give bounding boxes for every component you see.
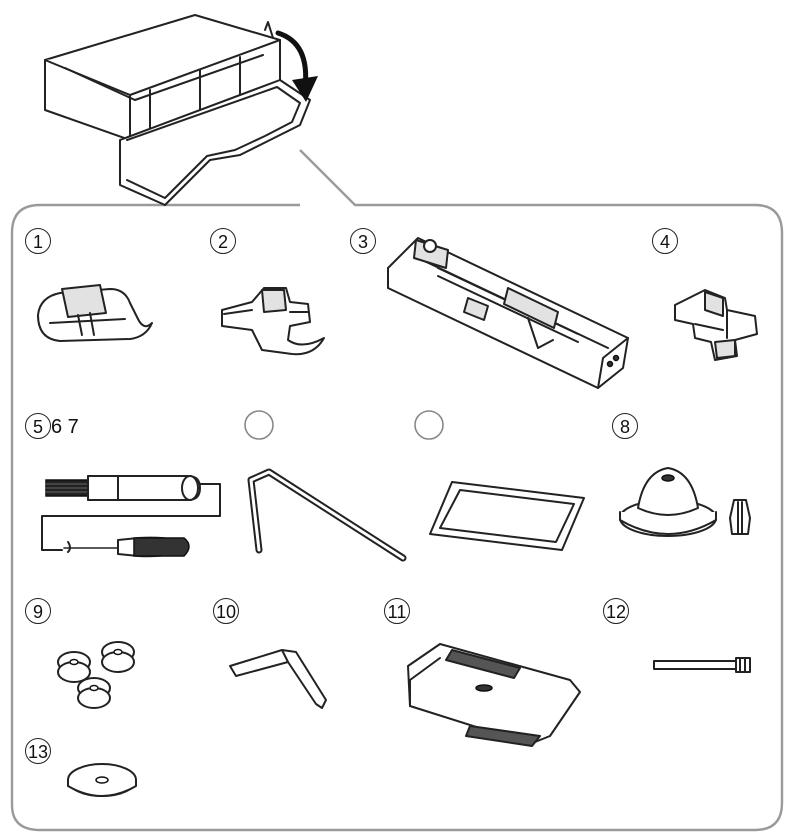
label-1: 1 [25, 228, 51, 254]
edge-quilting-guide-icon [247, 468, 407, 562]
zigzag-foot-icon [37, 284, 153, 342]
label-6-7-text: 6 7 [51, 416, 79, 438]
bobbins-icon [57, 641, 135, 709]
label-11: 11 [384, 598, 410, 624]
empty-label-circle-6 [244, 410, 274, 440]
label-10: 10 [213, 598, 239, 624]
darning-plate-icon [407, 643, 581, 747]
label-12: 12 [603, 598, 629, 624]
button-sewing-foot-icon [674, 289, 758, 361]
label-3: 3 [350, 228, 376, 254]
label-8: 8 [612, 413, 638, 439]
empty-label-circle-7 [414, 410, 444, 440]
spool-cap-icon [619, 467, 751, 537]
curved-arrow-icon [275, 30, 318, 102]
label-2: 2 [210, 228, 236, 254]
label-4: 4 [652, 228, 678, 254]
needle-pack-icon [429, 481, 585, 551]
label-13: 13 [25, 738, 51, 764]
label-9: 9 [25, 598, 51, 624]
spool-pin-icon [653, 657, 751, 673]
accessory-box-icon [44, 14, 311, 206]
screwdriver-icon [229, 649, 327, 709]
brush-seam-ripper-icon [41, 475, 221, 558]
buttonhole-foot-icon [387, 237, 629, 389]
felt-washer-icon [67, 763, 137, 797]
zipper-foot-icon [221, 287, 325, 356]
